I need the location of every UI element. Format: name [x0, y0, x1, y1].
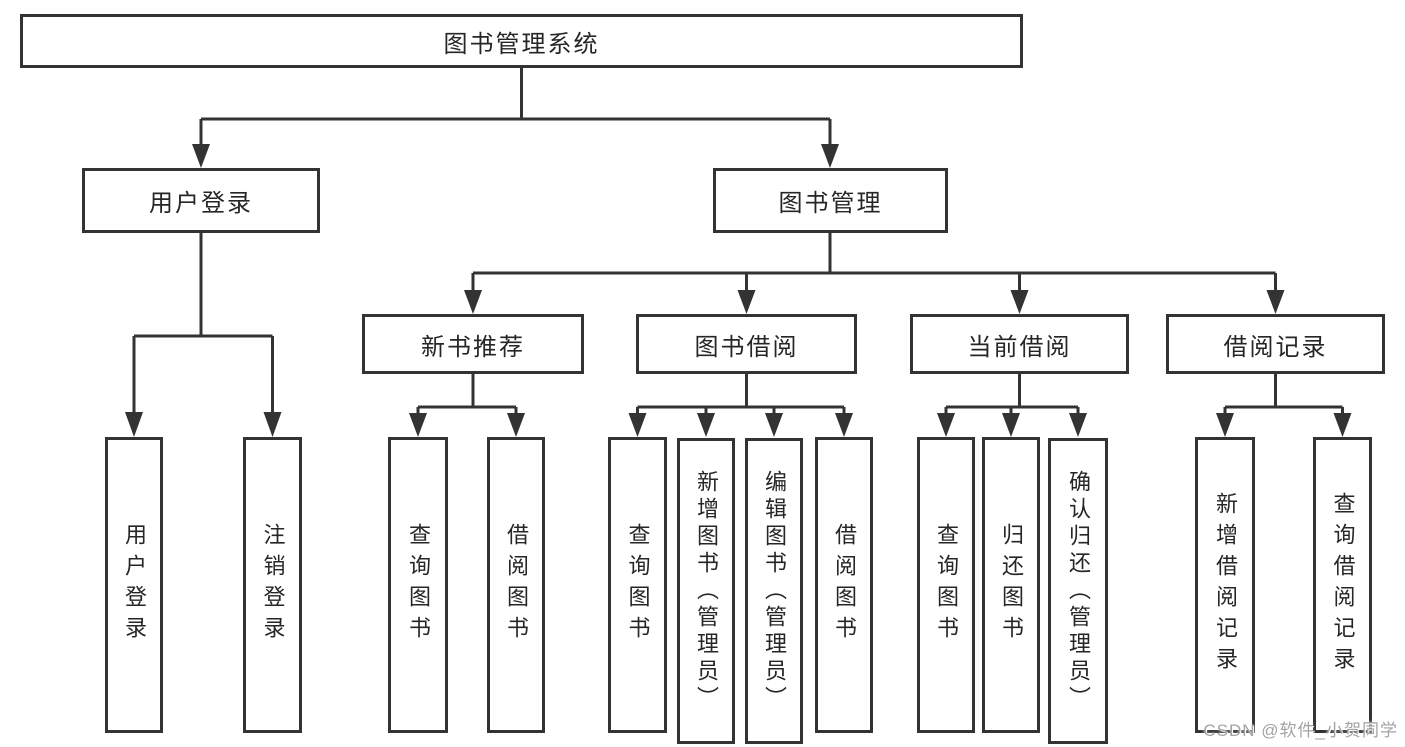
- edge-book-borrow-children: [628, 373, 853, 437]
- edge-current-borrow-children: [937, 373, 1087, 437]
- node-return-books: 归还图书: [982, 437, 1040, 733]
- node-label: 注销登录: [260, 523, 286, 647]
- node-borrow-books-recommend: 借阅图书: [487, 437, 545, 733]
- node-query-books-borrow: 查询图书: [608, 437, 667, 733]
- node-label: 图书管理: [778, 190, 883, 217]
- node-edit-books-admin: 编辑图书（管理员）: [745, 438, 803, 744]
- node-label: 借阅记录: [1223, 333, 1328, 361]
- node-new-book-recommend: 新书推荐: [362, 314, 584, 374]
- node-label: 图书管理系统: [443, 30, 600, 58]
- node-logout-action: 注销登录: [243, 437, 302, 733]
- node-current-borrow: 当前借阅: [910, 314, 1129, 374]
- node-label: 图书借阅: [694, 333, 799, 361]
- node-label: 查询图书: [934, 523, 959, 647]
- node-label: 查询图书: [406, 523, 431, 647]
- node-label: 借阅图书: [504, 523, 529, 647]
- node-query-books-recommend: 查询图书: [388, 437, 448, 733]
- node-add-borrow-record: 新增借阅记录: [1195, 437, 1255, 733]
- node-label: 用户登录: [149, 190, 253, 217]
- node-borrow-records: 借阅记录: [1166, 314, 1385, 374]
- node-add-books-admin: 新增图书（管理员）: [677, 438, 735, 744]
- node-label: 用户登录: [122, 523, 147, 647]
- node-label: 归还图书: [999, 523, 1024, 647]
- node-label: 编辑图书（管理员）: [762, 469, 787, 713]
- node-query-books-current: 查询图书: [917, 437, 975, 733]
- edge-root-to-level2: [192, 68, 839, 168]
- node-query-borrow-record: 查询借阅记录: [1313, 437, 1372, 733]
- node-book-borrow: 图书借阅: [636, 314, 857, 374]
- edge-user-login-children: [125, 233, 282, 437]
- node-root-system: 图书管理系统: [20, 14, 1023, 68]
- node-user-login-action: 用户登录: [105, 437, 163, 733]
- node-label: 新增图书（管理员）: [694, 469, 719, 713]
- edge-book-management-children: [464, 232, 1285, 314]
- node-user-login: 用户登录: [82, 168, 320, 233]
- node-confirm-return-admin: 确认归还（管理员）: [1048, 438, 1108, 744]
- node-label: 查询借阅记录: [1330, 492, 1356, 678]
- node-label: 借阅图书: [832, 523, 857, 647]
- edge-new-book-recommend-children: [409, 373, 525, 437]
- node-book-management: 图书管理: [713, 168, 948, 233]
- node-borrow-books: 借阅图书: [815, 437, 873, 733]
- node-label: 确认归还（管理员）: [1066, 469, 1091, 713]
- edge-borrow-records-children: [1216, 373, 1352, 437]
- csdn-watermark: CSDN @软件_小贺同学: [1203, 721, 1398, 740]
- node-label: 新增借阅记录: [1213, 492, 1238, 678]
- node-label: 当前借阅: [967, 333, 1072, 361]
- node-label: 查询图书: [625, 523, 651, 647]
- node-label: 新书推荐: [421, 333, 525, 361]
